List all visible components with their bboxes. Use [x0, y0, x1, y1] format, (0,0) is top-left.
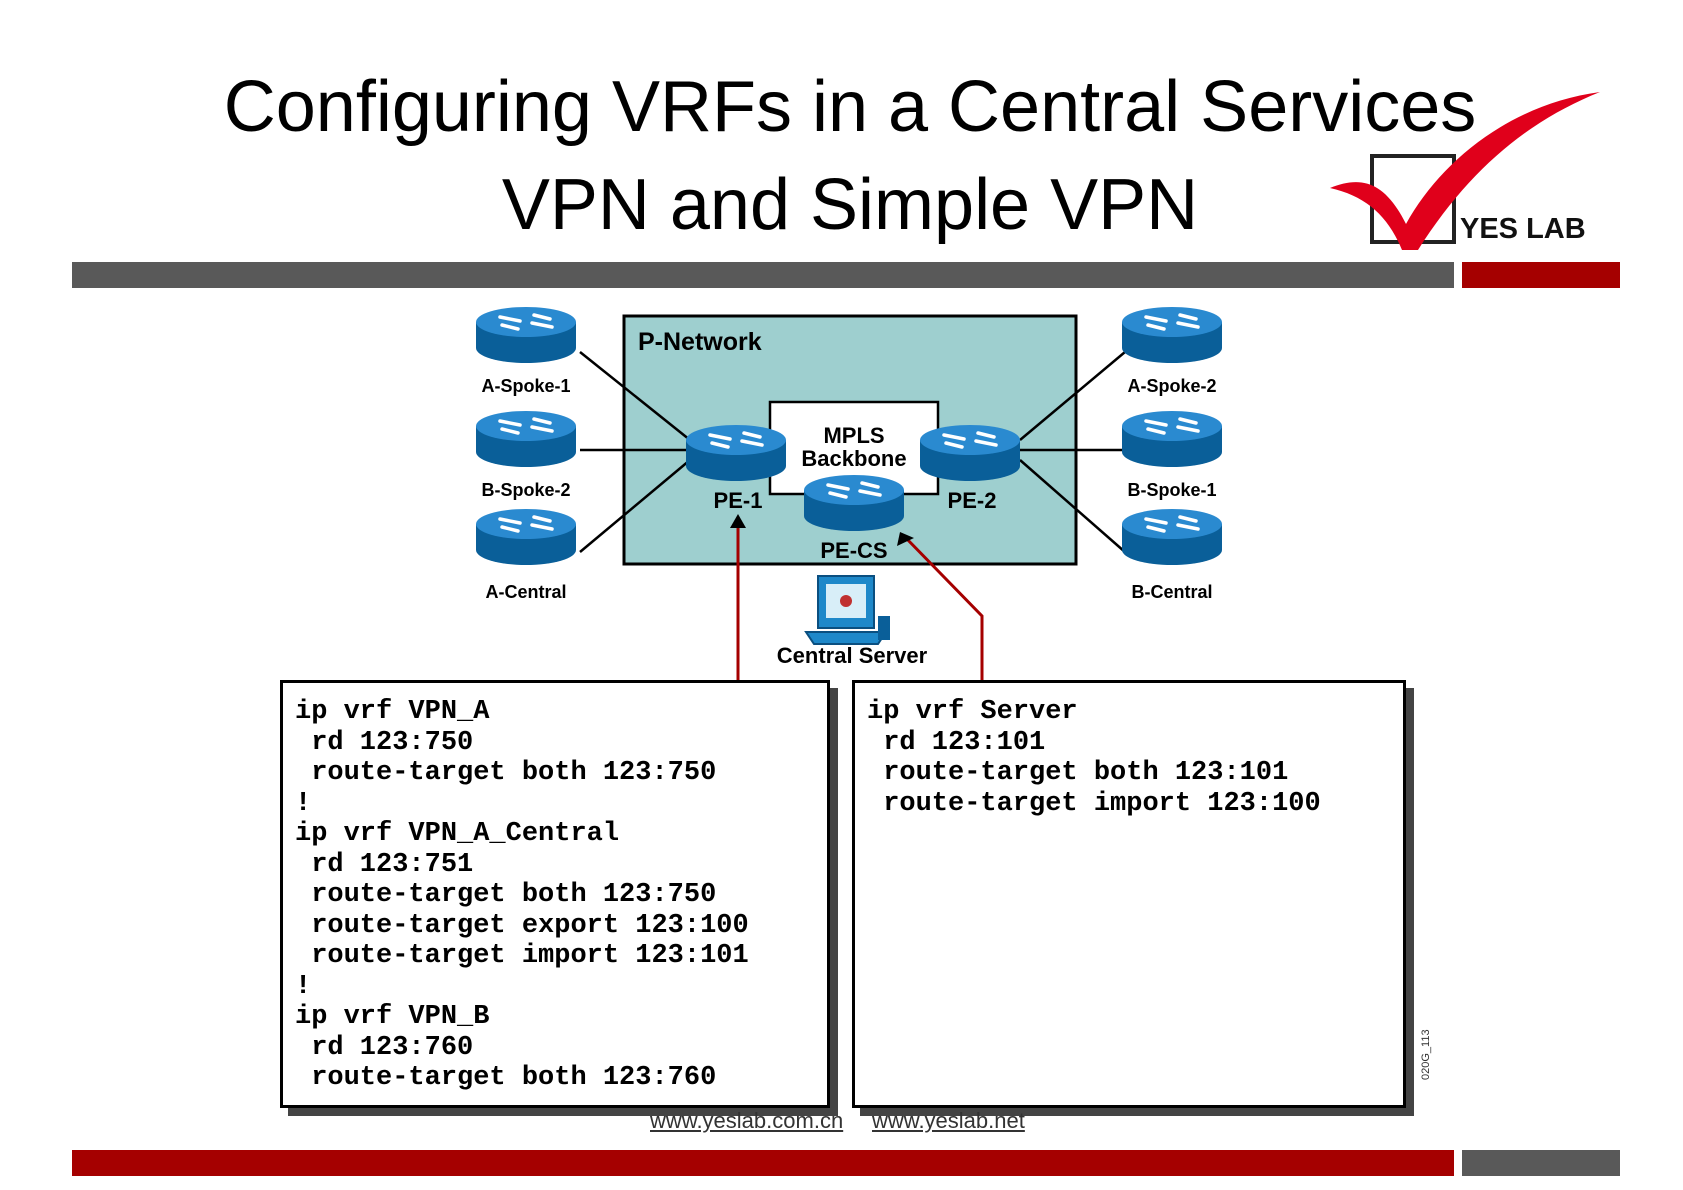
footer-link-yeslab-cn[interactable]: www.yeslab.com.cn	[650, 1108, 844, 1133]
router-pe-1: PE-1	[684, 423, 788, 513]
config-line: route-target both 123:760	[295, 1063, 717, 1093]
router-a-spoke-2: A-Spoke-2	[1120, 305, 1224, 396]
router-b-central: B-Central	[1120, 507, 1224, 602]
logo-text: YES LAB	[1460, 213, 1586, 245]
label-b-central: B-Central	[1131, 582, 1212, 602]
config-pointer-arrows	[730, 514, 984, 680]
backbone-label: Backbone	[801, 446, 906, 471]
config-line: route-target both 123:750	[295, 880, 717, 910]
p-network-label: P-Network	[638, 328, 762, 356]
router-b-spoke-2: B-Spoke-2	[474, 409, 578, 500]
footer-link-yeslab-net[interactable]: www.yeslab.net	[872, 1108, 1025, 1133]
arrowhead-pe-1	[730, 514, 746, 528]
checkmark-icon	[1330, 92, 1600, 250]
top-red-bar	[1462, 262, 1620, 288]
mpls-label: MPLS	[823, 423, 884, 448]
router-pe-2: PE-2	[918, 423, 1022, 513]
config-line: rd 123:760	[295, 1032, 474, 1063]
label-a-spoke-1: A-Spoke-1	[481, 376, 570, 396]
config-line: route-target export 123:100	[295, 910, 749, 941]
page-title-line-2: VPN and Simple VPN	[501, 165, 1199, 245]
label-pe-1: PE-1	[714, 488, 763, 513]
bottom-red-bar	[72, 1150, 1454, 1176]
label-a-spoke-2: A-Spoke-2	[1127, 376, 1216, 396]
config-line: route-target both 123:750	[295, 758, 717, 788]
config-box-left: ip vrf VPN_A rd 123:750 route-target bot…	[280, 680, 830, 1108]
bottom-gray-bar	[1462, 1150, 1620, 1176]
config-line: rd 123:101	[867, 727, 1046, 758]
config-line: rd 123:750	[295, 727, 474, 758]
router-a-spoke-1: A-Spoke-1	[474, 305, 578, 396]
label-pe-cs: PE-CS	[820, 538, 887, 563]
label-a-central: A-Central	[485, 582, 566, 602]
top-gray-bar	[72, 262, 1454, 288]
config-line: ip vrf VPN_A	[295, 697, 490, 727]
router-a-central: A-Central	[474, 507, 578, 602]
central-server-label: Central Server	[777, 643, 928, 668]
yes-lab-logo: YES LAB	[1330, 92, 1600, 250]
label-b-spoke-1: B-Spoke-1	[1127, 480, 1216, 500]
config-line: !	[295, 788, 312, 819]
config-line: !	[295, 971, 312, 1002]
config-line: route-target import 123:100	[867, 788, 1321, 819]
arrowhead-pe-cs	[897, 532, 914, 546]
label-pe-2: PE-2	[948, 488, 997, 513]
config-line: route-target import 123:101	[295, 941, 749, 971]
network-links	[579, 351, 1126, 553]
config-line: ip vrf Server	[867, 697, 1078, 727]
config-line: rd 123:751	[295, 849, 474, 880]
router-pe-cs: PE-CS	[802, 473, 906, 563]
router-b-spoke-1: B-Spoke-1	[1120, 409, 1224, 500]
config-line: ip vrf VPN_A_Central	[295, 819, 620, 849]
page-title-line-1: Configuring VRFs in a Central Services	[223, 67, 1477, 147]
config-box-right: ip vrf Server rd 123:101 route-target bo…	[852, 680, 1406, 1108]
server-icon	[804, 575, 890, 645]
label-b-spoke-2: B-Spoke-2	[481, 480, 570, 500]
figure-code: 020G_113	[1420, 1029, 1432, 1080]
config-line: route-target both 123:101	[867, 758, 1289, 788]
config-line: ip vrf VPN_B	[295, 1002, 490, 1032]
